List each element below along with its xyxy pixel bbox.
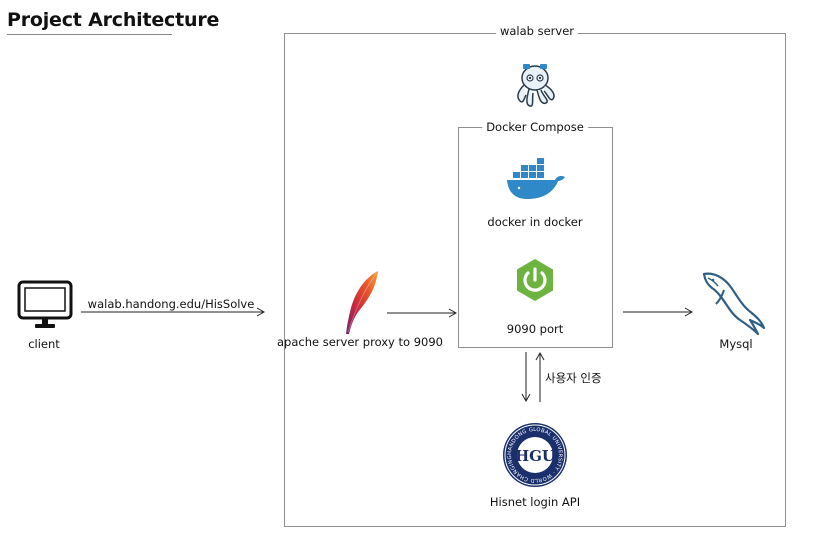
hgu-seal-icon: HANDONG GLOBAL UNIVERSITY · WORLD CHANGI… [501, 418, 568, 488]
docker-in-docker-label: docker in docker [487, 215, 583, 229]
docker-compose-octopus-icon [510, 61, 560, 111]
client-monitor-icon [17, 280, 73, 330]
apache-feather-icon [340, 270, 382, 336]
title-underline [7, 34, 172, 35]
apache-label: apache server proxy to 9090 [277, 335, 443, 349]
client-to-apache-arrow [81, 307, 266, 317]
spring-port-label: 9090 port [506, 322, 564, 336]
spring-boot-power-icon [513, 258, 557, 302]
compose-to-hisnet-arrow [521, 352, 531, 403]
hisnet-to-compose-arrow [535, 351, 545, 402]
user-auth-edge-label: 사용자 인증 [545, 371, 602, 385]
docker-compose-label: Docker Compose [482, 120, 588, 134]
docker-whale-icon [505, 158, 567, 200]
walab-server-label: walab server [495, 24, 579, 38]
client-to-apache-edge-label: walab.handong.edu/HisSolve [87, 297, 255, 311]
page-title: Project Architecture [7, 9, 220, 31]
apache-to-compose-arrow [387, 308, 458, 318]
mysql-dolphin-icon [700, 270, 768, 336]
compose-to-mysql-arrow [623, 307, 694, 317]
hisnet-login-api-label: Hisnet login API [489, 495, 581, 509]
hgu-monogram: HGU [515, 447, 555, 465]
client-label: client [28, 337, 60, 351]
mysql-label: Mysql [719, 337, 753, 351]
